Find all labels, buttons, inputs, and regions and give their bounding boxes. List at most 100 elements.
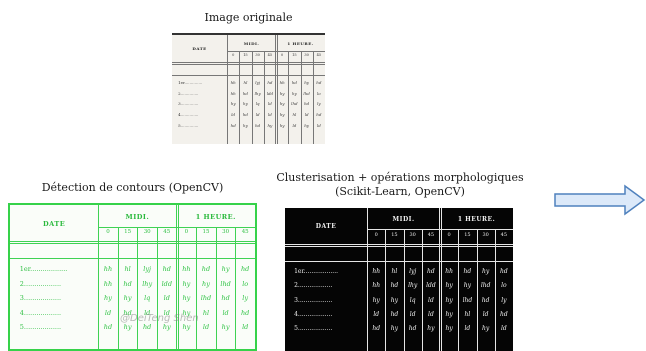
ledger-cell: hh <box>103 265 113 274</box>
table-vline <box>288 51 290 144</box>
table-vline <box>441 208 443 351</box>
row-label: 3.................. <box>19 294 62 303</box>
table-hline <box>285 245 513 247</box>
ledger-cell: hy <box>291 90 297 96</box>
table-vline <box>117 226 119 349</box>
minute-header: 30 <box>255 52 260 57</box>
ledger-cell: ld <box>104 308 112 317</box>
ledger-cell: hl <box>243 79 248 85</box>
ledger-cell: lq <box>409 296 416 304</box>
ledger-cell: hy <box>279 90 285 96</box>
table-vline <box>137 226 139 349</box>
ledger-cell: hy <box>304 79 310 85</box>
table-hline <box>172 63 325 65</box>
ledger-cell: lyj <box>409 268 417 276</box>
ledger-cell: hd <box>241 308 250 317</box>
date-header: DATE <box>315 223 337 230</box>
ledger-cell: hd <box>408 325 417 333</box>
ledger-cell: ld <box>428 310 434 318</box>
right-arrow-shape <box>554 184 646 216</box>
ledger-cell: hd <box>427 268 435 276</box>
ledger-cell: lhd <box>291 101 298 107</box>
ledger-cell: hy <box>390 325 399 333</box>
ledger-cell: hd <box>242 112 248 118</box>
caption-original: Image originale <box>204 11 293 24</box>
table-vline <box>458 229 460 351</box>
ledger-cell: hd <box>372 325 381 333</box>
ledger-cell: lyj <box>255 79 261 85</box>
ledger-cell: hh <box>279 79 285 85</box>
midi-header: MIDI. <box>125 212 150 221</box>
ledger-cell: lyj <box>143 265 152 274</box>
table-vline <box>175 205 177 349</box>
ledger-cell: ld <box>316 122 321 128</box>
caption-clustering-line2: (Scikit-Learn, OpenCV) <box>335 185 465 198</box>
table-vline <box>239 51 241 144</box>
table-vline <box>251 51 253 144</box>
table-vline <box>196 226 198 349</box>
table-vline <box>227 35 229 144</box>
ledger-cell: hy <box>482 325 490 333</box>
ledger-cell: ld <box>373 310 380 318</box>
ledger-cell: hl <box>124 265 131 274</box>
ledger-cell: ly <box>501 296 507 304</box>
ledger-cell: ld <box>222 308 229 317</box>
ledger-cell: lhd <box>200 294 212 303</box>
ledger-cell: ld <box>500 325 507 333</box>
row-label: 5.................. <box>294 325 333 333</box>
ledger-cell: lq <box>255 101 260 107</box>
midi-header: MIDI. <box>392 215 415 223</box>
ledger-cell: lhd <box>480 282 491 290</box>
ledger-cell: lhy <box>142 279 153 288</box>
caption-clustering-line1: Clusterisation + opérations morphologiqu… <box>276 171 524 184</box>
ledger-cell: hy <box>482 268 490 276</box>
ledger-cell: hd <box>390 282 399 290</box>
row-label: 3.............. <box>178 101 199 107</box>
ledger-cell: ld <box>163 308 170 317</box>
minute-header: 45 <box>241 228 249 235</box>
ledger-cell: ld <box>292 122 297 128</box>
ledger-cell: hy <box>445 282 453 290</box>
ledger-cell: hd <box>481 296 490 304</box>
ledger-cell: hy <box>304 122 310 128</box>
ledger-cell: ld <box>242 323 249 332</box>
row-label: 3.................. <box>294 296 333 304</box>
ledger-cell: lo <box>242 279 249 288</box>
ledger-cell: hd <box>241 265 250 274</box>
table-hline <box>172 74 325 76</box>
heure-header: 1 HEURE. <box>195 212 236 221</box>
ledger-cell: hd <box>316 112 322 118</box>
ledger-cell: lhd <box>303 90 310 96</box>
ledger-cell: hy <box>104 294 112 303</box>
ledger-cell: hy <box>221 323 230 332</box>
minute-header: 0 <box>106 228 110 235</box>
table-hline <box>285 243 513 245</box>
ledger-cell: hh <box>445 268 454 276</box>
ledger-cell: hd <box>230 122 236 128</box>
table-vline <box>439 208 441 351</box>
table-vline <box>312 51 314 144</box>
ledger-cell: lhd <box>220 279 231 288</box>
ledger-cell: ldd <box>266 90 274 96</box>
ledger-cell: hy <box>445 310 453 318</box>
table-vline <box>403 229 405 351</box>
row-label: 1er.................. <box>19 265 68 274</box>
table-hline <box>98 226 255 228</box>
ledger-cell: hd <box>390 310 399 318</box>
table-vline <box>494 229 496 351</box>
table-hline <box>10 241 255 242</box>
right-arrow-icon <box>554 184 646 216</box>
minute-header: 0 <box>374 231 378 238</box>
ledger-cell: hd <box>123 308 132 317</box>
ledger-cell: hy <box>123 294 132 303</box>
ledger-cell: hy <box>243 101 248 107</box>
row-label: 4.................. <box>294 310 333 318</box>
ledger-cell: ld <box>144 308 151 317</box>
ledger-cell: hd <box>316 79 322 85</box>
minute-header: 30 <box>304 52 309 57</box>
minute-header: 30 <box>409 231 416 238</box>
minute-header: 30 <box>143 228 151 235</box>
ledger-cell: hy <box>162 323 171 332</box>
ledger-cell: hy <box>279 122 285 128</box>
